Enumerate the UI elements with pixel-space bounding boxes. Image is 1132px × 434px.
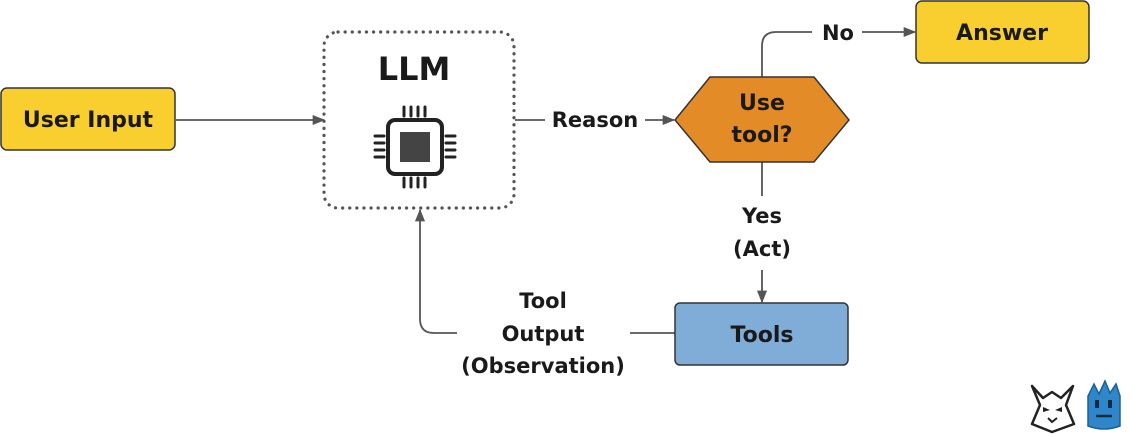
llm-label: LLM xyxy=(378,50,451,88)
node-user-input: User Input xyxy=(0,87,176,151)
tools-label: Tools xyxy=(731,323,794,348)
cpu-chip-icon xyxy=(373,105,457,189)
edge-label-no: No xyxy=(822,21,854,45)
wolf-mascot-icon xyxy=(1030,384,1076,434)
decision-label-line2: tool? xyxy=(731,123,792,148)
edge-label-tool: Tool xyxy=(519,289,567,313)
blue-mascot-icon xyxy=(1087,379,1121,430)
node-llm: LLM xyxy=(322,30,516,210)
edge-decision-to-no xyxy=(761,31,812,77)
edge-label-act: (Act) xyxy=(733,237,791,261)
node-tools: Tools xyxy=(674,302,849,366)
edge-label-reason: Reason xyxy=(552,108,638,132)
decision-hexagon xyxy=(674,76,850,163)
edge-label-yes: Yes xyxy=(741,204,782,228)
edge-label-output: Output xyxy=(502,322,585,346)
node-decision: Use tool? xyxy=(674,76,850,163)
user-input-label: User Input xyxy=(23,108,154,133)
answer-box xyxy=(915,0,1090,64)
connectors xyxy=(176,26,917,334)
answer-label: Answer xyxy=(956,21,1048,46)
tools-box xyxy=(674,302,849,366)
edge-output-to-llm xyxy=(414,208,457,334)
decision-label-line1: Use xyxy=(739,91,785,116)
user-input-box xyxy=(0,87,176,151)
llm-box xyxy=(322,30,516,210)
node-answer: Answer xyxy=(915,0,1090,64)
edge-label-observation: (Observation) xyxy=(461,354,625,378)
